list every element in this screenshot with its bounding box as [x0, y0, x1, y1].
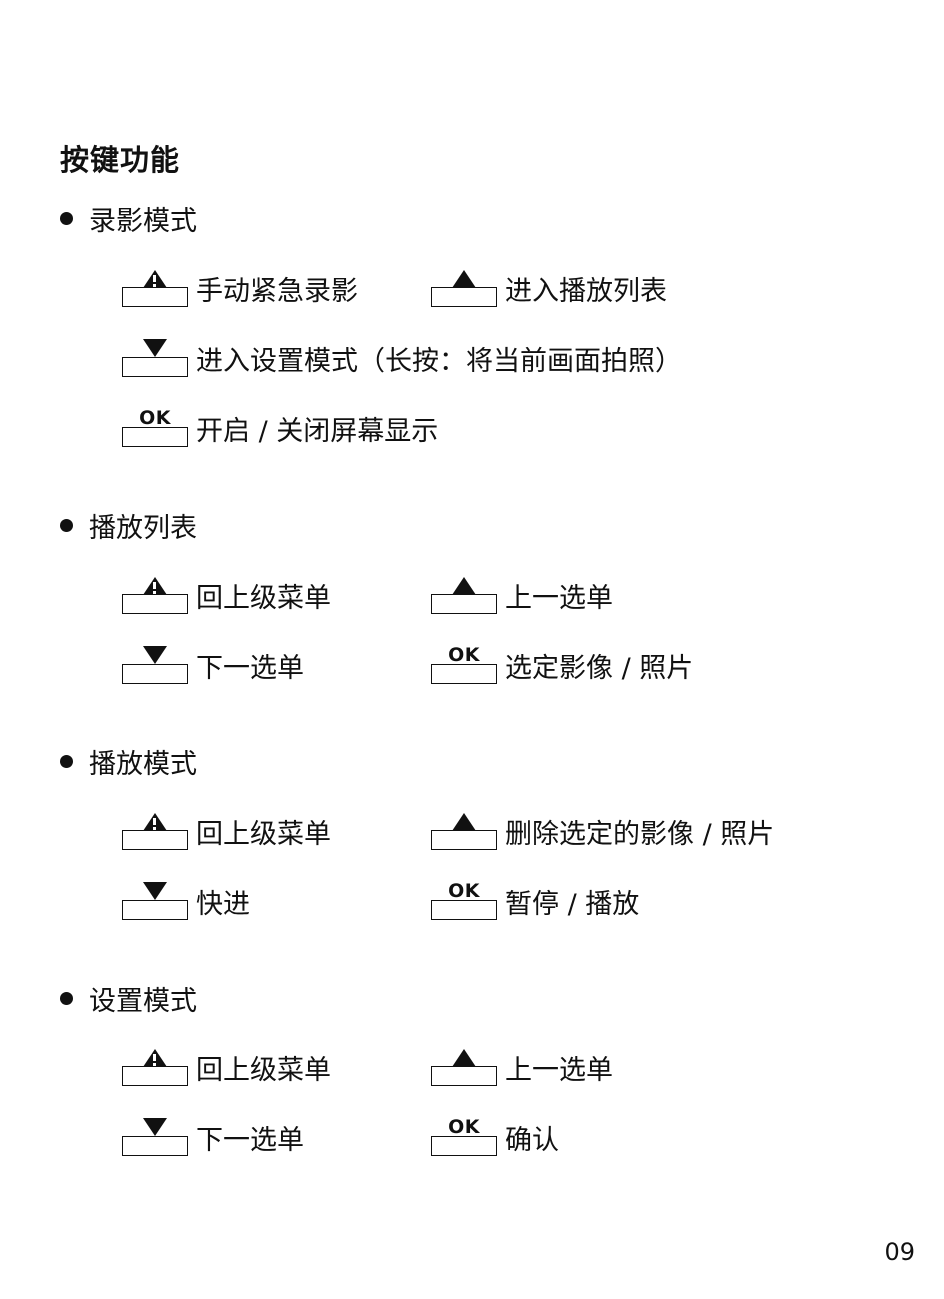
key-button-graphic — [431, 1039, 497, 1089]
key-button-graphic — [122, 330, 188, 380]
key-button-graphic — [122, 260, 188, 310]
up-triangle-icon — [452, 577, 476, 595]
bullet-dot — [60, 755, 73, 768]
key-item-up: 上一选单 — [431, 557, 613, 617]
key-button-graphic — [431, 567, 497, 617]
key-function-label: 确认 — [505, 1125, 559, 1156]
key-function-label: 回上级菜单 — [196, 583, 331, 614]
up-triangle-icon — [452, 1049, 476, 1067]
key-item-ok: OK 确认 — [431, 1099, 559, 1159]
ok-icon: OK — [448, 1116, 480, 1138]
key-function-label: 手动紧急录影 — [196, 276, 358, 307]
section-heading-settings-mode: 设置模式 — [60, 979, 197, 1018]
key-item-ok: OK 暂停 / 播放 — [431, 863, 639, 923]
key-button-graphic: OK — [431, 637, 497, 687]
bullet-dot — [60, 519, 73, 532]
ok-icon: OK — [448, 644, 480, 666]
key-item-up: 进入播放列表 — [431, 250, 667, 310]
key-function-label: 进入设置模式（长按：将当前画面拍照） — [196, 346, 682, 377]
up-triangle-icon — [452, 270, 476, 288]
key-button-graphic: OK — [122, 400, 188, 450]
key-button-graphic: OK — [431, 1109, 497, 1159]
key-function-label: 快进 — [196, 889, 250, 920]
key-item-warning: 手动紧急录影 — [122, 250, 358, 310]
down-triangle-icon — [143, 882, 167, 900]
key-item-up: 上一选单 — [431, 1029, 613, 1089]
ok-icon: OK — [139, 407, 171, 429]
section-heading-label: 播放列表 — [89, 513, 197, 544]
warning-icon — [143, 270, 167, 288]
warning-icon — [143, 1049, 167, 1067]
section-heading-label: 录影模式 — [89, 206, 197, 237]
key-button-graphic — [431, 260, 497, 310]
page-number: 09 — [884, 1238, 915, 1266]
warning-icon — [143, 577, 167, 595]
down-triangle-icon — [143, 646, 167, 664]
key-item-ok: OK 选定影像 / 照片 — [431, 627, 693, 687]
section-heading-playback-mode: 播放模式 — [60, 742, 197, 781]
down-triangle-icon — [143, 1118, 167, 1136]
key-button-graphic — [122, 567, 188, 617]
section-heading-label: 设置模式 — [89, 986, 197, 1017]
page-title: 按键功能 — [60, 143, 181, 177]
section-heading-record-mode: 录影模式 — [60, 199, 197, 238]
key-button-graphic: OK — [431, 873, 497, 923]
key-button-graphic — [122, 637, 188, 687]
key-function-label: 进入播放列表 — [505, 276, 667, 307]
bullet-dot — [60, 992, 73, 1005]
key-button-graphic — [122, 1109, 188, 1159]
bullet-dot — [60, 212, 73, 225]
key-item-down: 下一选单 — [122, 1099, 304, 1159]
key-item-down: 下一选单 — [122, 627, 304, 687]
key-function-label: 回上级菜单 — [196, 1055, 331, 1086]
key-function-label: 暂停 / 播放 — [505, 889, 640, 920]
key-button-graphic — [122, 873, 188, 923]
key-button-graphic — [122, 803, 188, 853]
key-function-label: 下一选单 — [196, 1125, 304, 1156]
up-triangle-icon — [452, 813, 476, 831]
key-item-warning: 回上级菜单 — [122, 793, 331, 853]
key-item-down: 快进 — [122, 863, 250, 923]
warning-icon — [143, 813, 167, 831]
key-function-label: 删除选定的影像 / 照片 — [505, 819, 775, 850]
key-item-down: 进入设置模式（长按：将当前画面拍照） — [122, 320, 682, 380]
key-item-warning: 回上级菜单 — [122, 1029, 331, 1089]
down-triangle-icon — [143, 339, 167, 357]
key-function-label: 上一选单 — [505, 583, 613, 614]
section-heading-label: 播放模式 — [89, 749, 197, 780]
ok-icon: OK — [448, 880, 480, 902]
key-function-label: 下一选单 — [196, 653, 304, 684]
key-item-ok: OK 开启 / 关闭屏幕显示 — [122, 390, 438, 450]
key-function-label: 回上级菜单 — [196, 819, 331, 850]
section-heading-playlist: 播放列表 — [60, 506, 197, 545]
key-function-label: 选定影像 / 照片 — [505, 653, 694, 684]
key-function-label: 上一选单 — [505, 1055, 613, 1086]
key-button-graphic — [431, 803, 497, 853]
key-item-up: 删除选定的影像 / 照片 — [431, 793, 774, 853]
key-function-label: 开启 / 关闭屏幕显示 — [196, 416, 439, 447]
key-button-graphic — [122, 1039, 188, 1089]
key-item-warning: 回上级菜单 — [122, 557, 331, 617]
